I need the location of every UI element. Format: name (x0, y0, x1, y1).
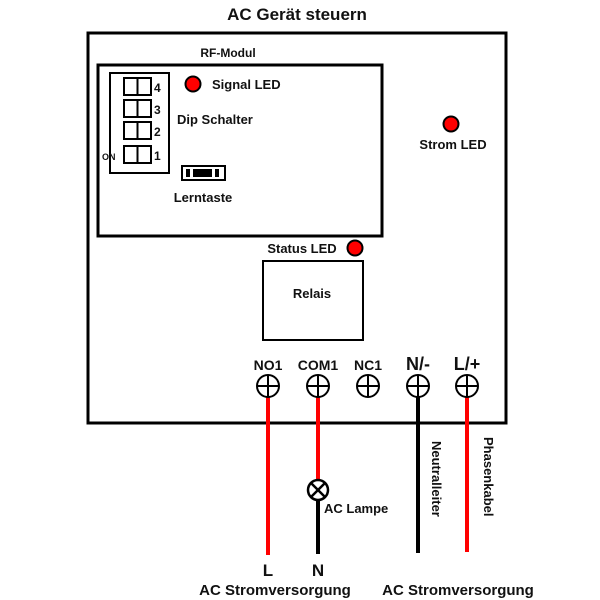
signal-led-icon (184, 75, 202, 93)
learn-button-key (193, 169, 212, 177)
lamp-label: AC Lampe (324, 501, 388, 516)
supply-n-label: N (312, 561, 324, 580)
dip-switch-label: Dip Schalter (177, 112, 253, 127)
dip-switch-number: 2 (154, 125, 161, 139)
supply-l-label: L (263, 561, 273, 580)
learn-button[interactable] (181, 165, 226, 181)
dip-switch-number: 3 (154, 103, 161, 117)
learn-button-edge (186, 169, 190, 177)
power-led-icon (442, 115, 460, 133)
signal-led-label: Signal LED (212, 77, 281, 92)
power-led-label: Strom LED (419, 137, 486, 152)
terminal-label-n: N/- (406, 354, 430, 374)
lamp-icon (306, 478, 330, 502)
learn-button-edge (215, 169, 219, 177)
diagram-title: AC Gerät steuern (227, 5, 367, 24)
dip-switch-housing (109, 72, 170, 174)
rf-module-label: RF-Modul (200, 46, 255, 60)
terminal-no1[interactable] (256, 374, 280, 398)
status-led-icon (346, 239, 364, 257)
dip-switch-number: 1 (154, 149, 161, 163)
dip-switch-2[interactable]: 2 (123, 121, 161, 140)
dip-switch-number: 4 (154, 81, 161, 95)
phase-wire-label: Phasenkabel (481, 437, 496, 517)
dip-switch-1[interactable]: 1 (123, 145, 161, 164)
terminal-nc1[interactable] (356, 374, 380, 398)
learn-button-label: Lerntaste (174, 190, 233, 205)
terminal-label-no1: NO1 (254, 357, 283, 373)
rf-module-box (96, 63, 384, 238)
load-supply-label: AC Stromversorgung (199, 582, 351, 599)
relay-label: Relais (293, 286, 331, 301)
terminal-com1[interactable] (306, 374, 330, 398)
dip-on-label: ON (102, 152, 116, 162)
dip-switch-block: 4 3 2 1 ON (102, 72, 170, 174)
terminal-n[interactable] (406, 374, 430, 398)
terminal-label-l: L/+ (454, 354, 481, 374)
terminal-l[interactable] (455, 374, 479, 398)
device-supply-label: AC Stromversorgung (382, 582, 534, 599)
dip-switch-4[interactable]: 4 (123, 77, 161, 96)
terminal-label-nc1: NC1 (354, 357, 382, 373)
terminal-label-com1: COM1 (298, 357, 339, 373)
relay-box (262, 260, 364, 341)
neutral-wire-label: Neutralleiter (429, 441, 444, 517)
status-led-label: Status LED (267, 241, 336, 256)
dip-switch-3[interactable]: 3 (123, 99, 161, 118)
controller-housing (86, 31, 508, 425)
